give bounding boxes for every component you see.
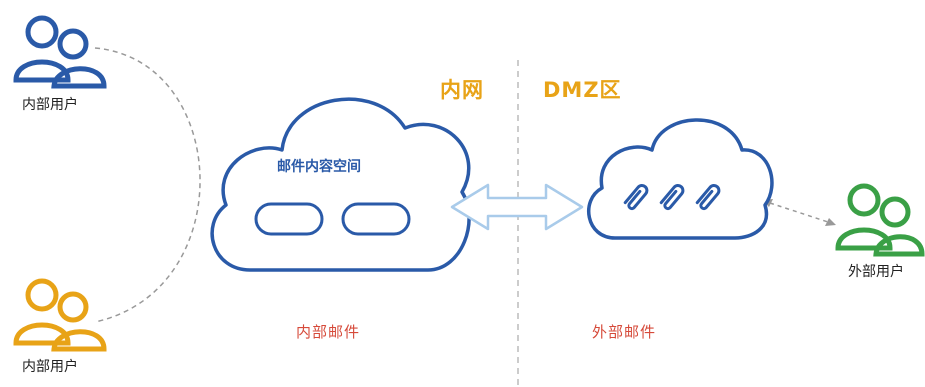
dmz-zone-label: DMZ区 bbox=[543, 78, 622, 102]
external-user-label: 外部用户 bbox=[848, 264, 904, 280]
internal-user-label-bottom: 内部用户 bbox=[22, 359, 78, 375]
external-mail-caption: 外部邮件 bbox=[592, 323, 657, 341]
internal-user-icon-top bbox=[13, 15, 107, 89]
dmz-cloud bbox=[586, 118, 774, 240]
internal-users-connector bbox=[94, 47, 201, 323]
internal-mail-caption: 内部邮件 bbox=[296, 323, 361, 341]
mailbox-pill-left bbox=[254, 202, 324, 236]
internal-cloud bbox=[210, 97, 471, 272]
mailbox-pill-right bbox=[341, 202, 411, 236]
bidirectional-arrow bbox=[450, 183, 584, 231]
external-link bbox=[762, 199, 836, 226]
internal-user-icon-bottom bbox=[13, 278, 107, 352]
paperclip-icon bbox=[623, 184, 721, 211]
internal-cloud-title: 邮件内容空间 bbox=[277, 159, 361, 175]
internal-user-label-top: 内部用户 bbox=[22, 97, 78, 113]
external-user-icon bbox=[835, 183, 925, 257]
intranet-zone-label: 内网 bbox=[440, 78, 484, 102]
